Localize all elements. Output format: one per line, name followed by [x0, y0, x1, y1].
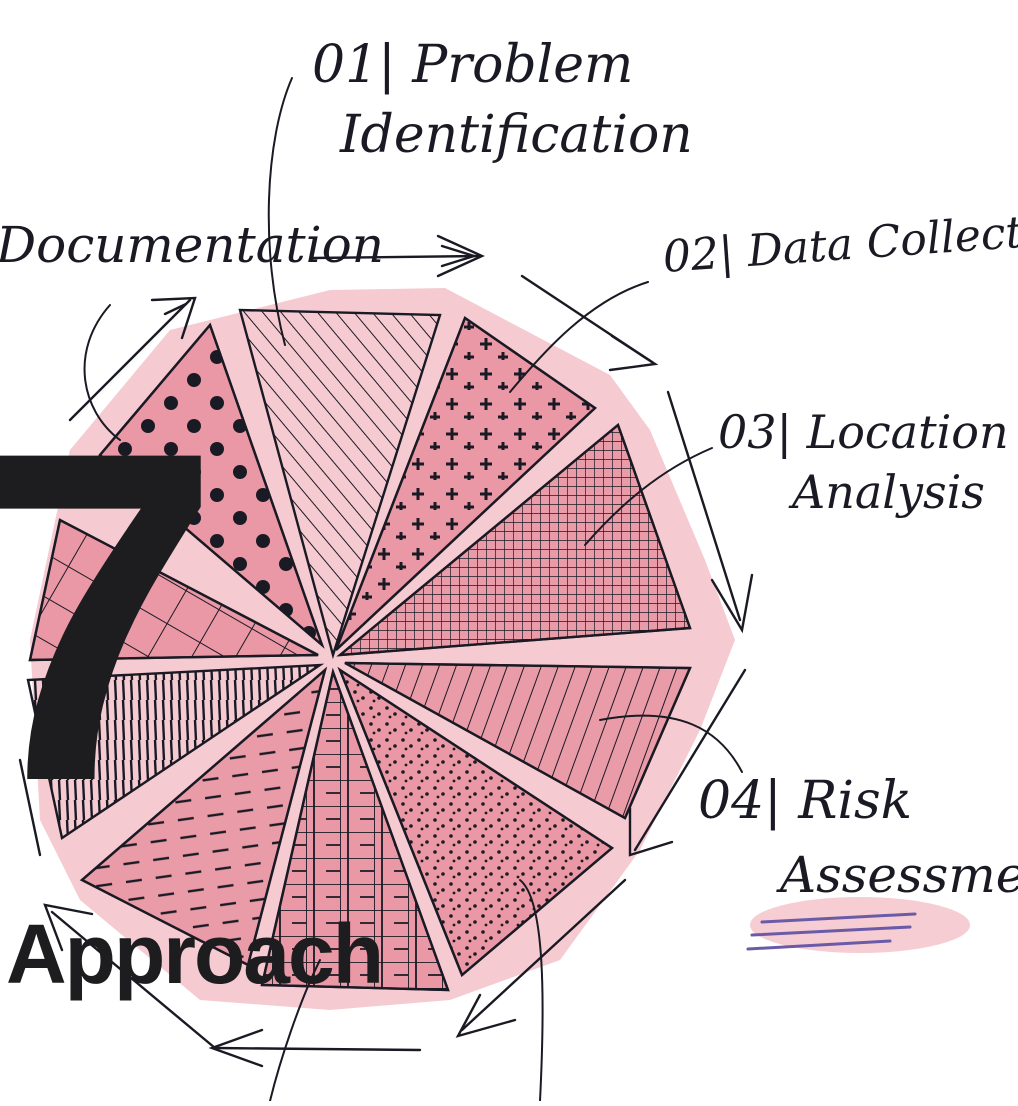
purple-underline: [746, 912, 917, 951]
segments: [26, 308, 692, 992]
arrow-down-left-icon: [455, 993, 517, 1038]
step-04-label: 04| Risk: [698, 771, 912, 831]
leader-lines: [83, 77, 743, 1102]
documentation-label: Documentation: [0, 216, 384, 274]
arrow-up-left-icon: [43, 903, 94, 952]
segment-problem-identification: [238, 308, 442, 660]
step-03-label: 03| Location: [718, 405, 1009, 459]
arrow-down-left-icon: [628, 806, 674, 857]
step-01-label-line2: Identification: [339, 105, 693, 165]
arrow-down-icon: [608, 334, 659, 372]
step-04-label-line2: Assessment: [776, 846, 1018, 904]
arrow-left-icon: [208, 1028, 264, 1068]
section-title: Approach: [6, 907, 384, 1001]
step-01-label: 01| Problem: [312, 35, 633, 95]
arrow-up-right-icon: [150, 296, 197, 340]
step-03-label-line2: Analysis: [788, 465, 985, 519]
arrow-down-icon: [710, 573, 754, 634]
segment-vertical: [26, 663, 325, 840]
step-02-label: 02| Data Collection: [661, 202, 1018, 283]
arrow-right-icon: [436, 234, 485, 278]
cycle-arrows: [18, 234, 754, 1068]
section-number: 7: [0, 354, 221, 879]
